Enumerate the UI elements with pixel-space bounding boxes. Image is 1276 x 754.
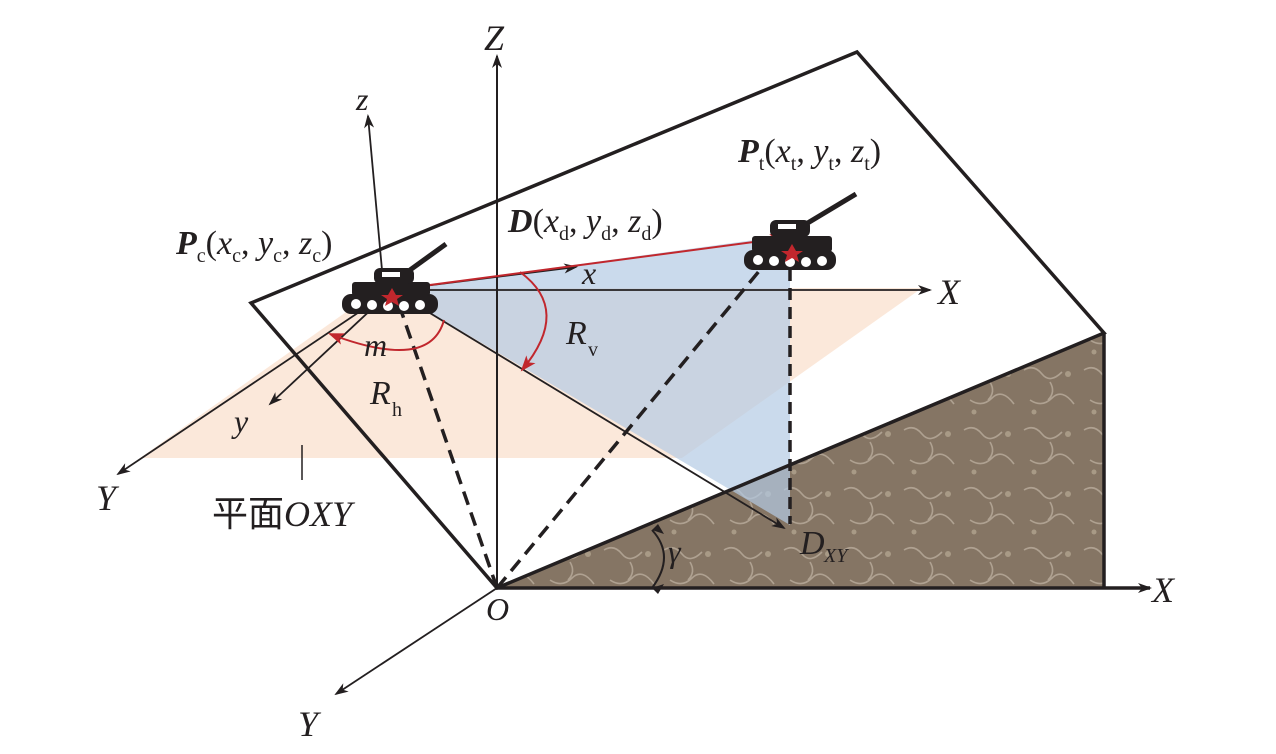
arc-gamma xyxy=(651,529,665,589)
label-O: O xyxy=(486,591,509,627)
label-z-local: z xyxy=(355,81,369,117)
tank-icon xyxy=(342,241,448,314)
label-Y-bottom: Y xyxy=(298,704,322,744)
label-plane-prefix: 平面 xyxy=(212,494,284,534)
vector-D xyxy=(391,233,786,291)
label-D: D(xd, yd, zd) xyxy=(507,203,663,245)
label-Y-left: Y xyxy=(96,478,120,518)
label-Rv: R xyxy=(565,315,587,352)
label-plane-oxy: 平面OXY xyxy=(212,494,356,534)
label-gamma: γ xyxy=(668,533,682,569)
label-y-local: y xyxy=(231,403,249,439)
line-to-dxy xyxy=(391,289,786,530)
label-DXY-sub: XY xyxy=(823,545,849,567)
axis-Y-level xyxy=(116,289,393,476)
label-plane-italic: OXY xyxy=(284,494,356,534)
label-x-local: x xyxy=(581,255,596,291)
label-Pc: Pc(xc, yc, zc) xyxy=(175,225,332,267)
axis-z-local xyxy=(364,114,385,293)
arc-Rh xyxy=(328,319,445,351)
label-Rh: R xyxy=(369,375,391,412)
dash-O-camera xyxy=(394,295,499,589)
arc-gamma-head-bottom xyxy=(652,584,664,594)
label-Rv-sub: v xyxy=(588,339,598,361)
label-Pt: Pt(xt, yt, zt) xyxy=(737,133,881,175)
label-m: m xyxy=(364,327,387,363)
tank-icon xyxy=(744,191,858,270)
dash-O-target xyxy=(495,268,762,590)
label-Z: Z xyxy=(484,18,505,58)
arc-Rv xyxy=(519,271,548,372)
axis-Y-bottom xyxy=(334,587,498,696)
label-X-bottom: X xyxy=(1150,570,1176,610)
label-X-level: X xyxy=(936,272,962,312)
label-DXY: D xyxy=(799,525,825,562)
projection-plane xyxy=(392,235,790,525)
arc-gamma-head-top xyxy=(652,524,664,534)
label-Rh-sub: h xyxy=(392,399,402,421)
